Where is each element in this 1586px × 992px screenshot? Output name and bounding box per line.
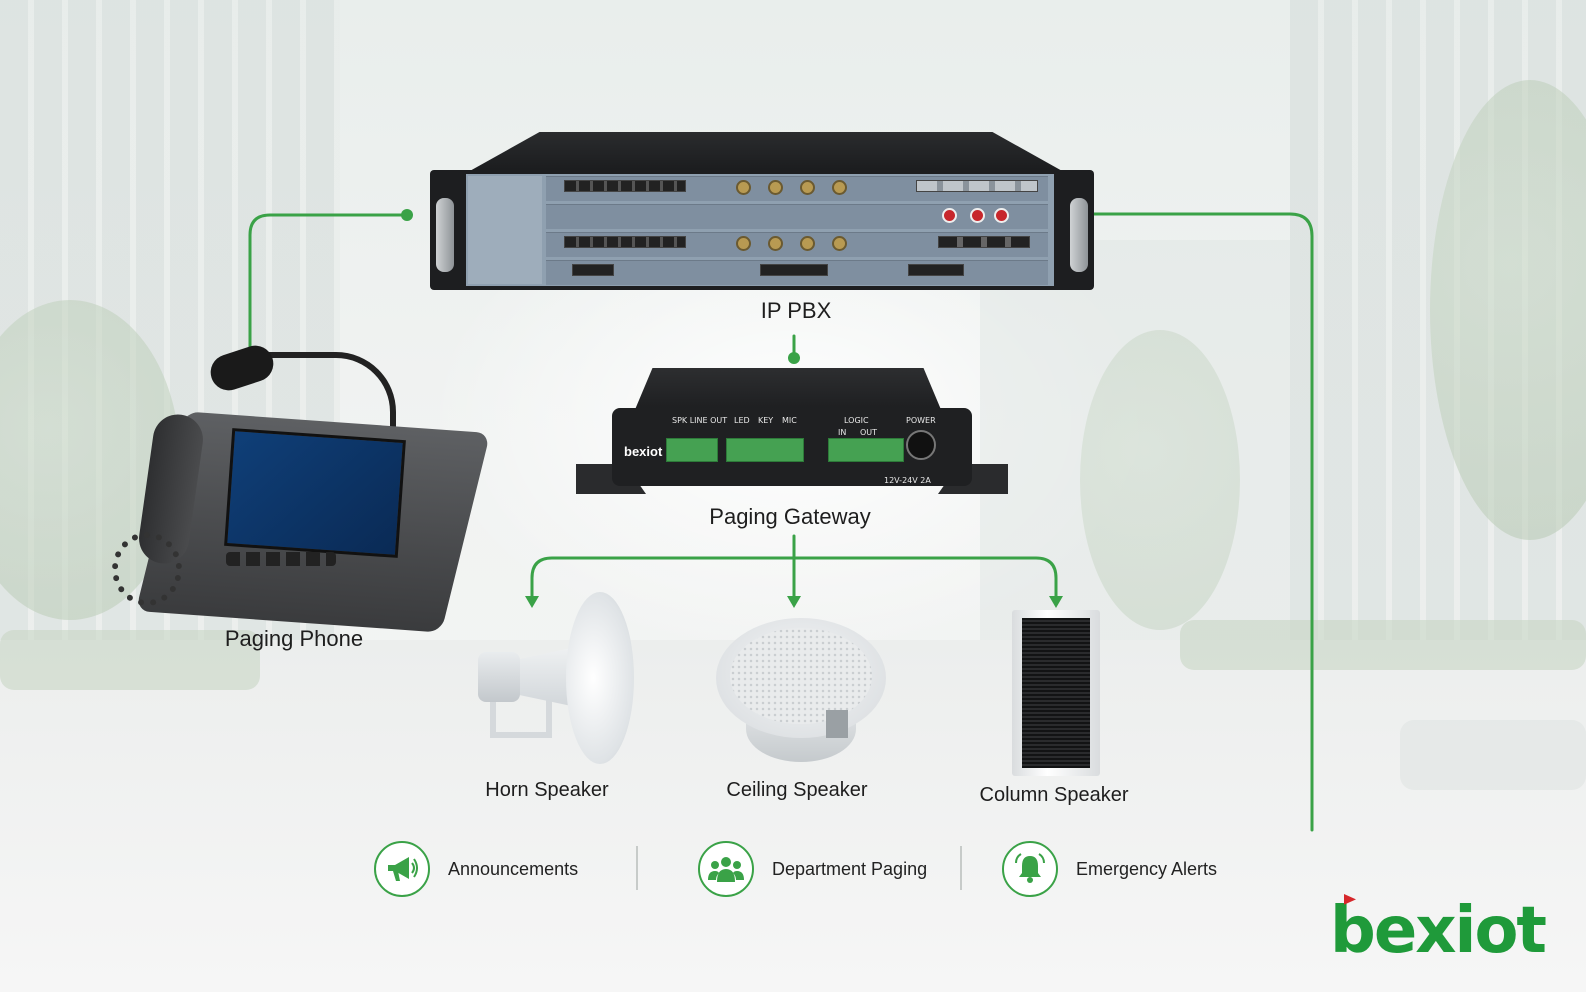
pbx-lan-port [760,264,828,276]
line-pbx-to-column [1094,214,1312,830]
pbx-coax-port [736,180,751,195]
ceiling-speaker-label: Ceiling Speaker [726,779,867,802]
pbx-rca-port [942,208,957,223]
pbx-port [564,236,686,248]
feature-emergency-alerts: Emergency Alerts [1002,838,1217,900]
logo-wordmark: bexiot [1330,892,1545,970]
paging-phone-device [110,346,420,626]
gateway-port-label-led: LED [734,416,750,425]
horn-speaker-device [470,592,640,768]
feature-announcements: Announcements [374,838,578,900]
pbx-coax-port [832,236,847,251]
megaphone-icon [374,841,430,897]
ceiling-speaker-grill [730,628,872,724]
people-group-icon [698,841,754,897]
line-phone-to-pbx [250,215,407,350]
pbx-coax-port [800,236,815,251]
gateway-port-label-in: IN [838,428,846,437]
gateway-terminal-block [726,438,804,462]
feature-label: Emergency Alerts [1076,859,1217,880]
arrow-ceiling [787,596,801,608]
arrow-column [1049,596,1063,608]
bexiot-logo: bexiot [1330,892,1546,970]
gateway-housing-top [634,368,942,412]
pbx-coax-port [832,180,847,195]
pbx-coax-port [736,236,751,251]
phone-touchscreen [224,428,406,558]
pbx-rack-handle-left [436,198,454,272]
feature-divider [636,846,638,890]
paging-gateway-device: SPK LINE OUT LED KEY MIC LOGIC IN OUT PO… [576,368,1008,502]
pbx-port [564,180,686,192]
column-speaker-label: Column Speaker [980,784,1129,807]
gateway-dc-jack [906,430,936,460]
pbx-rca-port [994,208,1009,223]
gateway-power-rating: 12V-24V 2A [884,476,931,485]
feature-label: Announcements [448,859,578,880]
pbx-lan-port [572,264,614,276]
gateway-terminal-block [828,438,904,462]
pbx-rack-handle-right [1070,198,1088,272]
pbx-rca-port [970,208,985,223]
gateway-brand-mark: bexiot [624,444,662,459]
paging-phone-label: Paging Phone [225,626,363,652]
column-speaker-grill [1022,618,1090,768]
gateway-port-label-out: OUT [860,428,877,437]
ip-pbx-device [430,132,1094,292]
feature-department-paging: Department Paging [698,838,927,900]
node-dot-gateway [788,352,800,364]
feature-divider [960,846,962,890]
pbx-ethernet-port [916,180,1038,192]
pbx-lan-port [908,264,964,276]
horn-driver [478,652,520,702]
horn-speaker-label: Horn Speaker [485,779,608,802]
gateway-port-label-spk: SPK LINE OUT [672,416,727,425]
column-speaker-device [1012,610,1100,778]
ceiling-speaker-clip [826,710,848,738]
pbx-coax-port [800,180,815,195]
pbx-ethernet-port [938,236,1030,248]
gateway-terminal-block [666,438,718,462]
pbx-coax-port [768,236,783,251]
pbx-coax-port [768,180,783,195]
phone-coiled-cord [112,532,182,606]
phone-keypad-buttons [226,552,336,566]
gateway-port-label-power: POWER [906,416,936,425]
gateway-port-label-logic: LOGIC [844,416,869,425]
horn-bell-mouth [566,592,634,764]
feature-label: Department Paging [772,859,927,880]
ceiling-speaker-device [716,618,886,766]
pbx-chassis-top [468,132,1064,172]
node-dot-phone [401,209,413,221]
gateway-port-label-key: KEY [758,416,773,425]
paging-gateway-label: Paging Gateway [709,504,870,530]
ip-pbx-label: IP PBX [761,298,832,324]
pbx-blank-plate [468,176,542,284]
gateway-port-label-mic: MIC [782,416,797,425]
bell-alert-icon [1002,841,1058,897]
